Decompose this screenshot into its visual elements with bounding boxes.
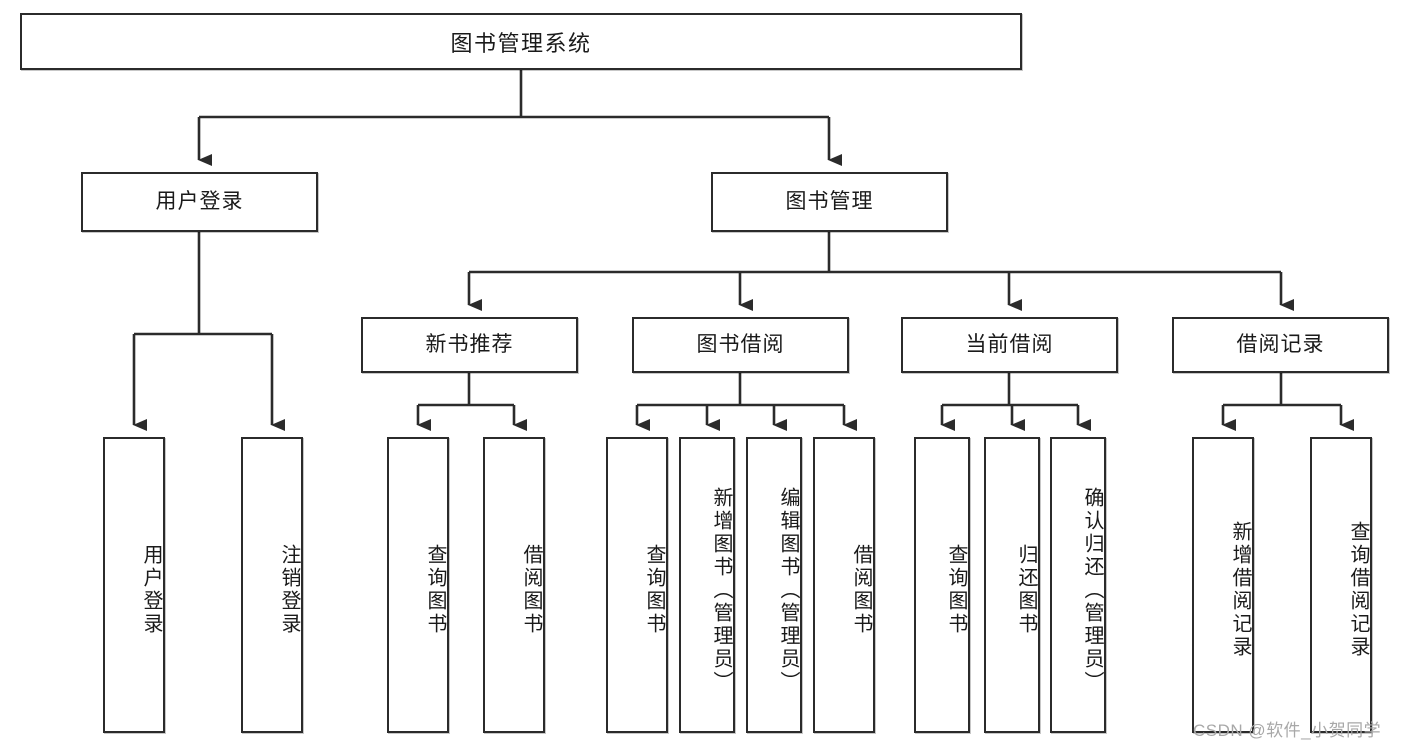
- node-new-book-recommend[interactable]: 新书推荐: [361, 317, 578, 373]
- node-borrow-record-label: 借阅记录: [1236, 333, 1325, 357]
- node-user-login[interactable]: 用户登录: [81, 172, 318, 232]
- node-leaf-edit-book-label: 编辑图书（管理员）: [777, 486, 799, 694]
- node-leaf-add-book[interactable]: 新增图书（管理员）: [679, 437, 735, 733]
- node-leaf-query-record-label: 查询借阅记录: [1347, 521, 1369, 659]
- node-current-borrow-label: 当前借阅: [965, 333, 1054, 357]
- node-leaf-add-book-label: 新增图书（管理员）: [710, 486, 732, 694]
- node-root[interactable]: 图书管理系统: [20, 13, 1022, 70]
- node-leaf-borrow-book-rec-label: 借阅图书: [520, 544, 542, 636]
- node-leaf-user-login-label: 用户登录: [140, 544, 162, 636]
- node-current-borrow[interactable]: 当前借阅: [901, 317, 1118, 373]
- node-leaf-query-book-cur[interactable]: 查询图书: [914, 437, 970, 733]
- node-user-login-label: 用户登录: [155, 190, 244, 214]
- node-leaf-borrow-book-rec[interactable]: 借阅图书: [483, 437, 545, 733]
- node-new-book-recommend-label: 新书推荐: [425, 333, 514, 357]
- node-root-label: 图书管理系统: [450, 30, 592, 56]
- node-leaf-query-book-cur-label: 查询图书: [945, 544, 967, 636]
- node-leaf-query-book-rec-label: 查询图书: [424, 544, 446, 636]
- node-book-manage-label: 图书管理: [785, 190, 874, 214]
- node-leaf-add-record[interactable]: 新增借阅记录: [1192, 437, 1254, 733]
- node-leaf-confirm-return[interactable]: 确认归还（管理员）: [1050, 437, 1106, 733]
- node-leaf-logout-label: 注销登录: [278, 544, 300, 636]
- node-leaf-query-book-borrow-label: 查询图书: [643, 544, 665, 636]
- node-leaf-return-book[interactable]: 归还图书: [984, 437, 1040, 733]
- node-book-borrow[interactable]: 图书借阅: [632, 317, 849, 373]
- node-leaf-query-record[interactable]: 查询借阅记录: [1310, 437, 1372, 733]
- node-leaf-add-record-label: 新增借阅记录: [1229, 521, 1251, 659]
- node-leaf-query-book-rec[interactable]: 查询图书: [387, 437, 449, 733]
- node-leaf-logout[interactable]: 注销登录: [241, 437, 303, 733]
- node-leaf-borrow-book-label: 借阅图书: [850, 544, 872, 636]
- node-leaf-edit-book[interactable]: 编辑图书（管理员）: [746, 437, 802, 733]
- node-leaf-user-login[interactable]: 用户登录: [103, 437, 165, 733]
- node-leaf-borrow-book[interactable]: 借阅图书: [813, 437, 875, 733]
- node-leaf-query-book-borrow[interactable]: 查询图书: [606, 437, 668, 733]
- csdn-watermark: CSDN @软件_小贺同学: [1193, 721, 1382, 740]
- node-leaf-return-book-label: 归还图书: [1015, 544, 1037, 636]
- node-book-borrow-label: 图书借阅: [696, 333, 785, 357]
- node-book-manage[interactable]: 图书管理: [711, 172, 948, 232]
- node-borrow-record[interactable]: 借阅记录: [1172, 317, 1389, 373]
- node-leaf-confirm-return-label: 确认归还（管理员）: [1081, 486, 1103, 694]
